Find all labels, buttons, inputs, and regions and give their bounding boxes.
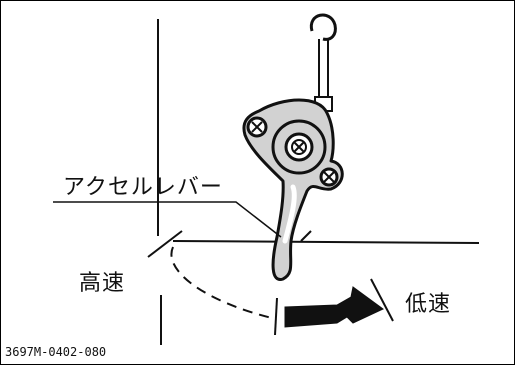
body-outline bbox=[157, 19, 480, 345]
travel-indicator bbox=[147, 230, 394, 336]
reference-code: 3697M-0402-080 bbox=[5, 345, 107, 359]
low-speed-tick bbox=[274, 297, 278, 336]
low-speed-stop-line bbox=[370, 278, 394, 322]
accelerator-lever-label: アクセルレバー bbox=[63, 175, 223, 200]
travel-arc-dashed bbox=[170, 246, 277, 320]
high-speed-label: 高速 bbox=[79, 271, 126, 296]
callout-leader-line bbox=[53, 201, 282, 238]
body-horizontal-edge bbox=[172, 240, 480, 244]
low-speed-direction-arrow bbox=[284, 286, 384, 328]
pivot-bolt-inner bbox=[291, 139, 307, 155]
low-speed-label: 低速 bbox=[405, 292, 452, 317]
left-screw-cross bbox=[251, 121, 263, 133]
right-screw-cross bbox=[323, 171, 335, 183]
pivot-bolt-cross bbox=[293, 141, 305, 153]
lever-highlight bbox=[282, 184, 297, 244]
body-right-step bbox=[300, 230, 312, 242]
lever-plate bbox=[242, 98, 344, 281]
high-speed-tick bbox=[147, 230, 183, 258]
throttle-cable bbox=[309, 13, 337, 112]
cable-loop bbox=[309, 13, 337, 41]
